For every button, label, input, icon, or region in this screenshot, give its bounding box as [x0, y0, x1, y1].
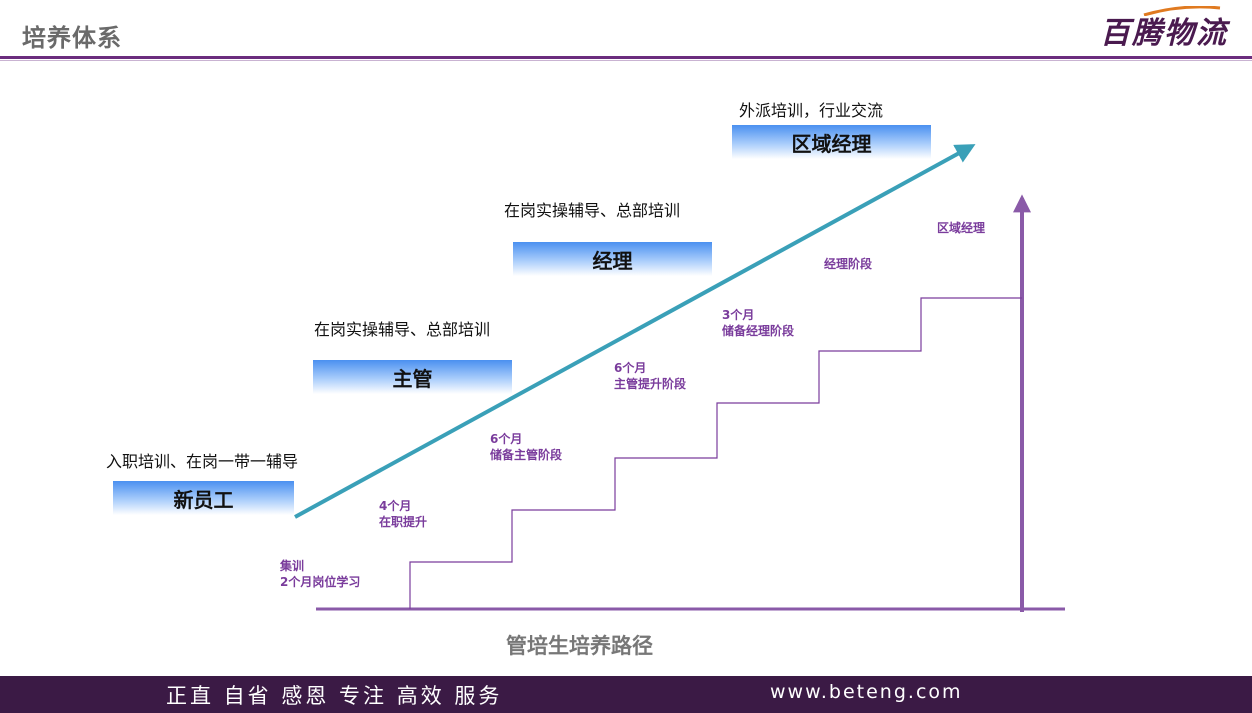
page-title: 培养体系 [22, 24, 122, 52]
company-logo: 百腾物流 [1032, 6, 1228, 51]
footer-values: 正直 自省 感恩 专注 高效 服务 [166, 684, 503, 708]
header-divider-thin [0, 60, 1252, 61]
footer-bar: 正直 自省 感恩 专注 高效 服务 www.beteng.com [0, 676, 1252, 713]
stage-label-manager: 经理阶段 [824, 257, 873, 271]
footer-website: www.beteng.com [770, 681, 963, 703]
role-caption-regional-manager: 外派培训，行业交流 [739, 101, 884, 120]
stage-label-supervisor-growth: 6个月 主管提升阶段 [614, 361, 687, 391]
stage-label-regional-manager: 区域经理 [937, 221, 986, 235]
logo-text: 百腾物流 [1100, 16, 1228, 51]
header-divider [0, 56, 1252, 59]
role-caption-manager: 在岗实操辅导、总部培训 [504, 201, 681, 220]
stage-label-reserve-supervisor: 6个月 储备主管阶段 [490, 432, 563, 462]
role-box-new-employee: 新员工 [113, 481, 294, 515]
logo-swoosh-icon [1143, 6, 1221, 16]
role-box-manager: 经理 [513, 242, 712, 276]
role-box-supervisor: 主管 [313, 360, 512, 394]
role-caption-supervisor: 在岗实操辅导、总部培训 [314, 320, 491, 339]
stage-label-on-job: 4个月 在职提升 [379, 499, 428, 529]
staircase-path [409, 297, 1022, 609]
growth-arrow [294, 144, 976, 519]
role-caption-new-employee: 入职培训、在岗一带一辅导 [106, 452, 299, 471]
stage-label-reserve-manager: 3个月 储备经理阶段 [722, 308, 795, 338]
stage-label-training: 集训 2个月岗位学习 [280, 559, 361, 589]
role-box-regional-manager: 区域经理 [732, 125, 931, 159]
path-title: 管培生培养路径 [506, 634, 653, 658]
